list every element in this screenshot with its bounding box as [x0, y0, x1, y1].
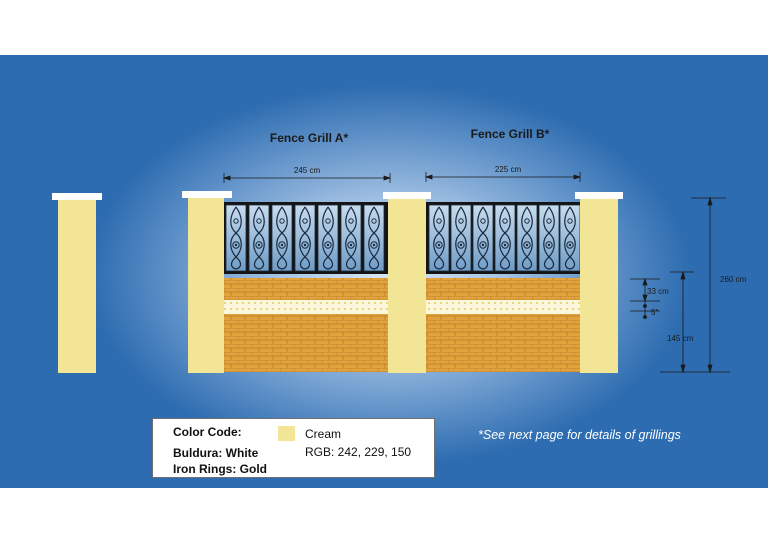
grill-b-width-label: 225 cm — [495, 165, 522, 174]
wall-section-b — [425, 278, 580, 372]
dimension-band-height — [630, 277, 660, 319]
dimension-grill-a-width — [222, 173, 392, 183]
legend-swatch-name: Cream — [305, 427, 342, 441]
legend-iron-rings: Iron Rings: Gold — [173, 462, 267, 476]
dimension-wall-height — [670, 270, 694, 374]
grill-a-title: Fence Grill A* — [270, 131, 349, 145]
legend-swatch-rgb: RGB: 242, 229, 150 — [305, 445, 412, 459]
grill-a-width-label: 245 cm — [294, 166, 321, 175]
grill-a — [222, 202, 390, 274]
legend-buldura: Buldura: White — [173, 446, 259, 460]
grill-b — [425, 202, 581, 274]
legend-title: Color Code: — [173, 425, 242, 439]
total-height-label: 260 cm — [720, 275, 747, 284]
pillar-3 — [575, 192, 623, 373]
cream-color-swatch — [278, 426, 295, 441]
color-code-legend: Color Code: Buldura: White Iron Rings: G… — [152, 418, 435, 478]
pillar-2 — [383, 192, 431, 373]
dimension-grill-b-width — [424, 172, 582, 182]
grilling-details-note: *See next page for details of grillings — [478, 428, 681, 442]
dimension-total-height — [660, 196, 730, 374]
pillar-left-standalone — [52, 193, 102, 373]
wall-height-label: 145 cm — [667, 334, 694, 343]
band-gap-label: 5" — [651, 308, 658, 317]
pillar-1 — [182, 191, 232, 373]
grill-b-title: Fence Grill B* — [471, 127, 550, 141]
wall-section-a — [222, 278, 390, 372]
band-height-label: 33 cm — [647, 287, 669, 296]
